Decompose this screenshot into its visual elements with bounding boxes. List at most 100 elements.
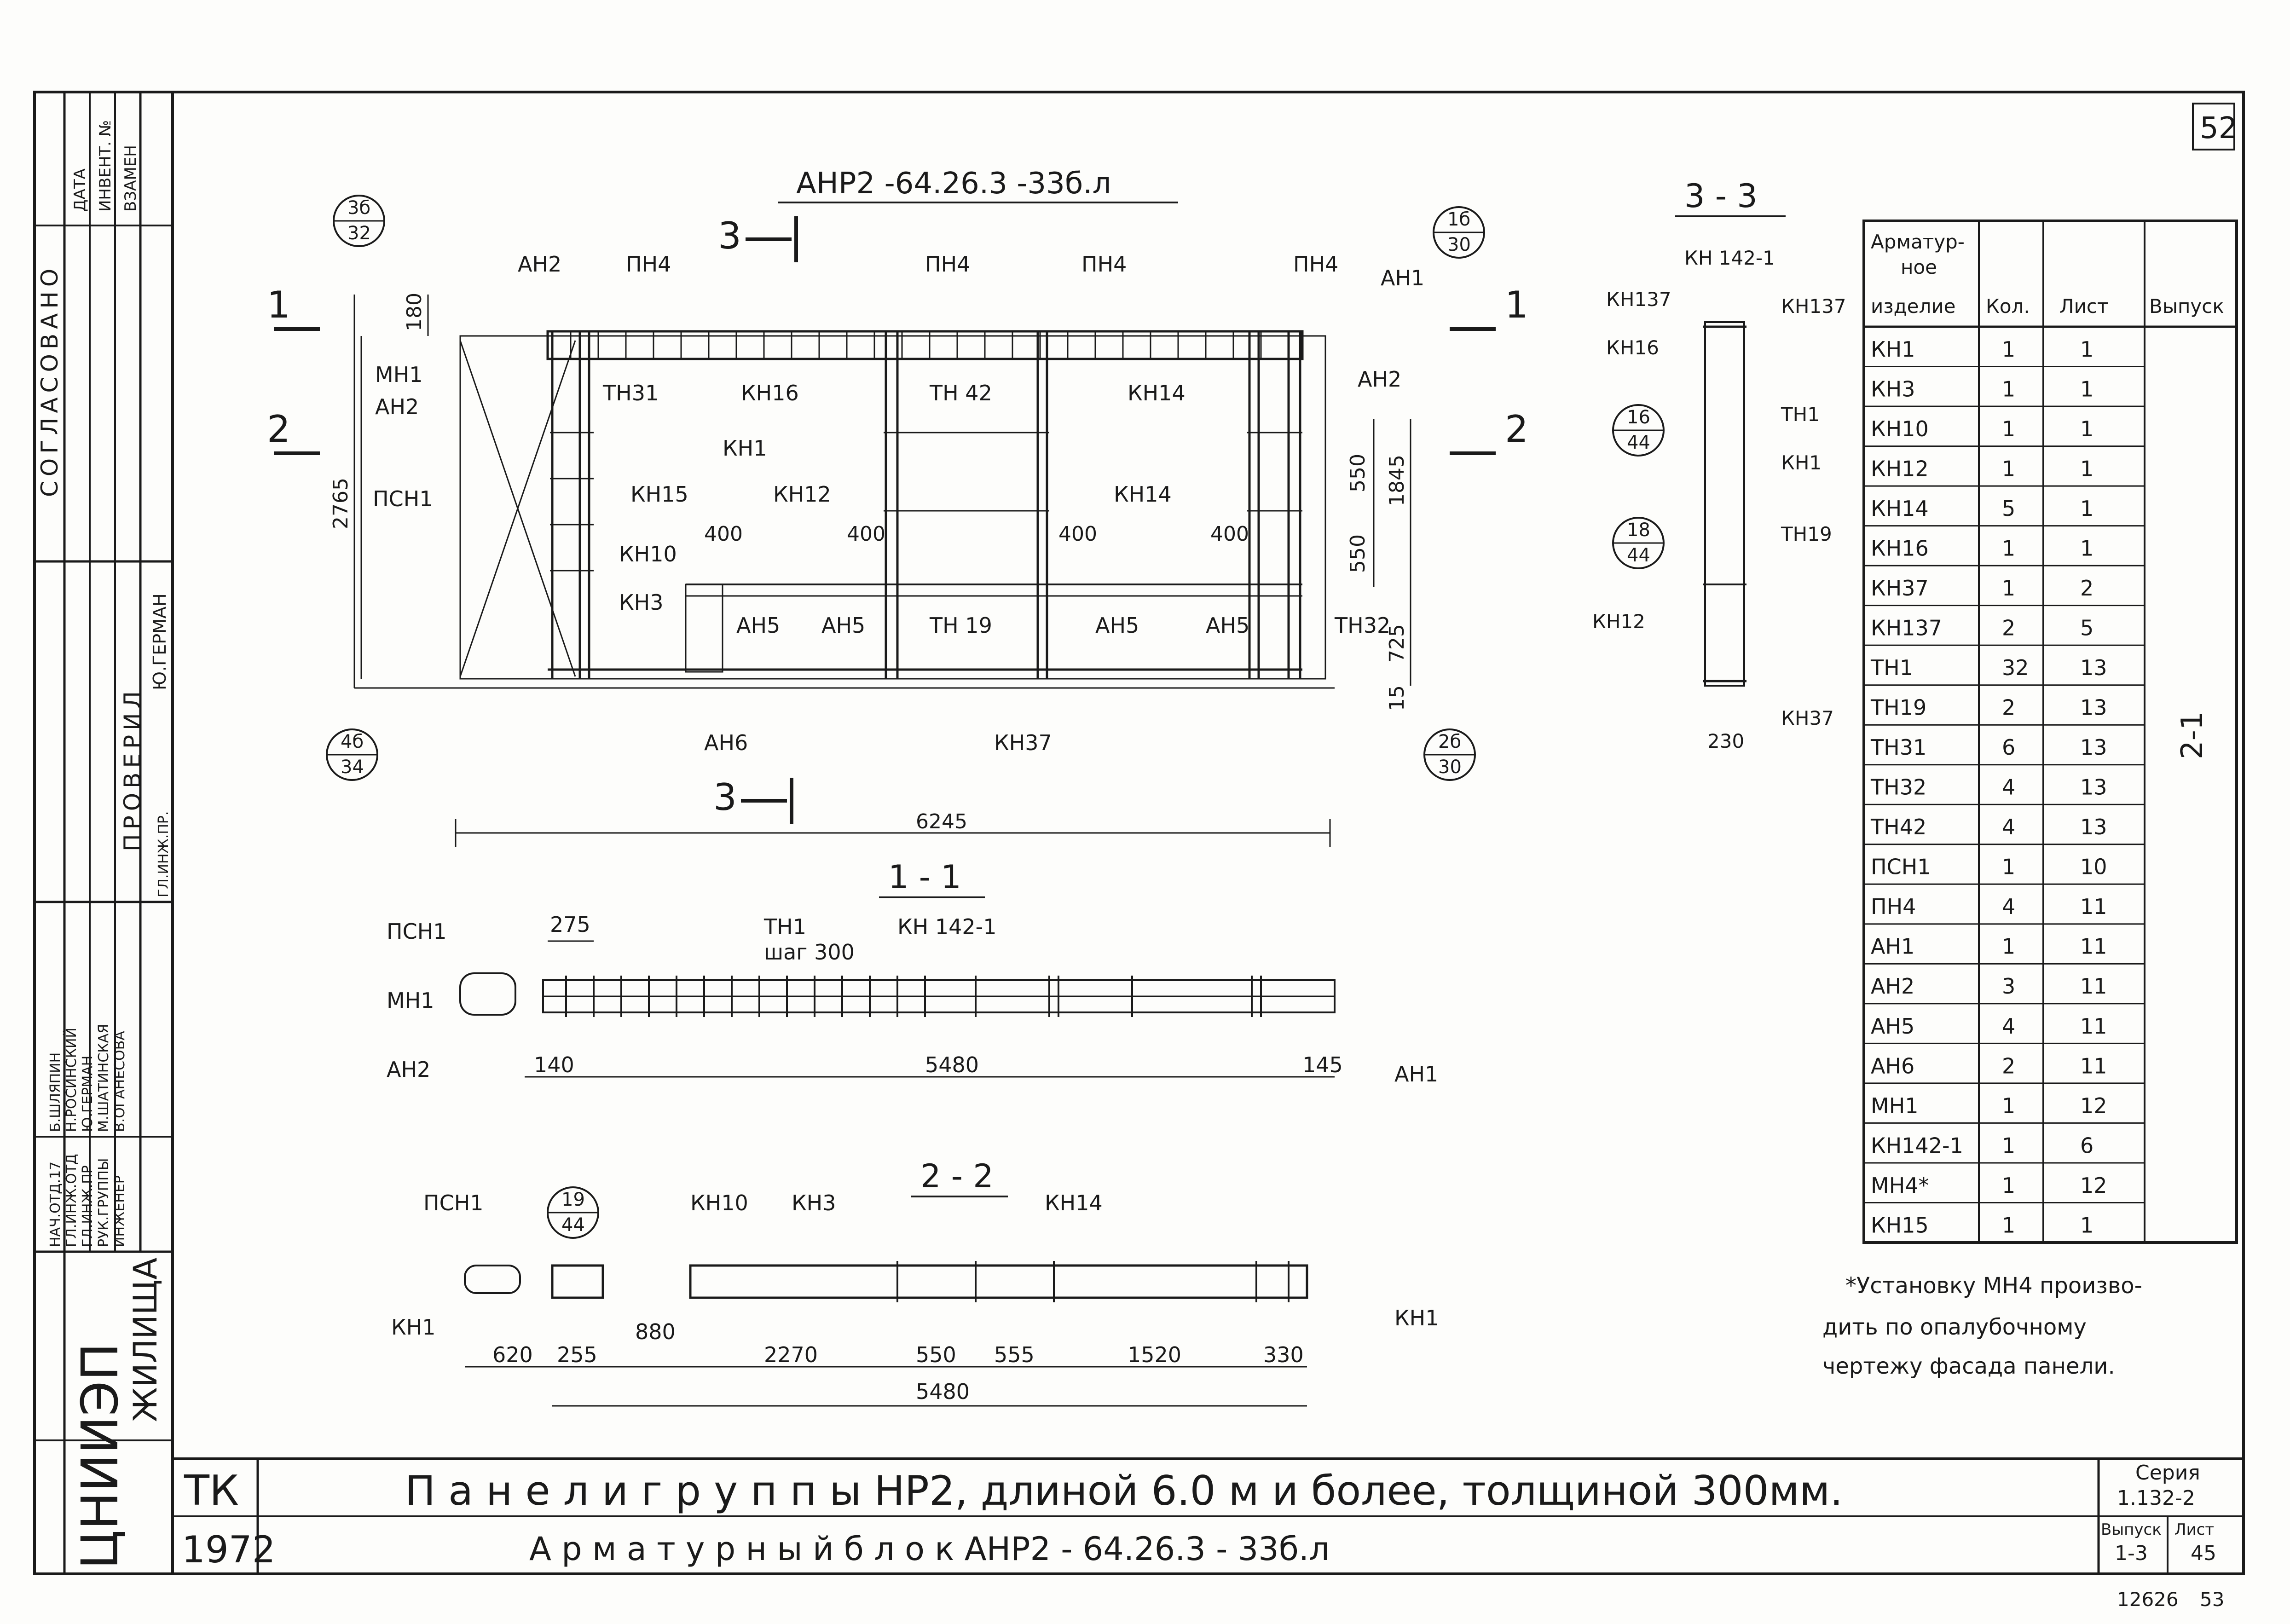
stamp-name-3: Ю.ГЕРМАН [80, 1056, 96, 1132]
main-title: АНР2 -64.26.3 -33б.л [796, 167, 1111, 201]
s11-label-kn142: КН 142-1 [897, 914, 997, 939]
table-cell-qty: 4 [2002, 1014, 2015, 1039]
elev-dim-15: 15 [1385, 685, 1409, 711]
table-cell-sheet: 11 [2080, 1014, 2107, 1039]
table-cell-sheet: 1 [2080, 536, 2093, 561]
table-cell-item: КН37 [1871, 576, 1929, 601]
elev-dim-2765: 2765 [329, 478, 353, 529]
s22-label-kn14: КН14 [1045, 1191, 1103, 1215]
elev-label-kn1: КН1 [723, 436, 767, 461]
table-header-sheet: Лист [2059, 295, 2108, 318]
table-cell-qty: 32 [2002, 655, 2029, 680]
s33-label-tn1: ТН1 [1781, 403, 1820, 426]
s33-dim-230: 230 [1707, 730, 1744, 752]
org-sub: ЖИЛИЩА [127, 1258, 164, 1422]
stamp-role-5: ИНЖЕНЕР [112, 1175, 128, 1247]
elev-dim-400-2: 400 [847, 522, 885, 546]
section-3-3-title: 3 - 3 [1684, 177, 1758, 215]
table-cell-sheet: 13 [2080, 655, 2107, 680]
table-header-qty: Кол. [1986, 295, 2030, 318]
table-cell-qty: 1 [2002, 855, 2015, 879]
s11-label-tn1: ТН1 [763, 914, 806, 939]
s11-dim-5480: 5480 [925, 1052, 979, 1077]
table-cell-item: КН142-1 [1871, 1133, 1963, 1158]
s22-label-kn10: КН10 [690, 1191, 748, 1215]
table-cell-qty: 1 [2002, 416, 2015, 441]
table-cell-qty: 1 [2002, 1213, 2015, 1237]
s11-label-psn1: ПСН1 [387, 919, 447, 944]
svg-text:44: 44 [1627, 545, 1650, 566]
tk-label: ТК [184, 1467, 239, 1515]
table-cell-item: АН5 [1871, 1014, 1914, 1039]
series-value: 1.132-2 [2117, 1486, 2195, 1510]
elev-dim-400-3: 400 [1058, 522, 1097, 546]
svg-text:3б: 3б [347, 197, 370, 219]
checked-text: ПРОВЕРИЛ [119, 687, 146, 851]
s22-bubble: 19 44 [547, 1186, 599, 1239]
title-block: ТК 1972 П а н е л и г р у п п ы НР2, дли… [182, 1461, 2216, 1571]
s33-label-kn1: КН1 [1781, 451, 1822, 474]
elev-dim-550-1: 550 [1346, 454, 1370, 492]
elev-label-kn12: КН12 [773, 482, 831, 507]
issue-value: 1-3 [2115, 1542, 2148, 1565]
table-cell-qty: 1 [2002, 1173, 2015, 1198]
footnote-line-2: дить по опалубочному [1822, 1314, 2087, 1340]
table-cell-qty: 1 [2002, 456, 2015, 481]
elev-label-pn4-4: ПН4 [1293, 252, 1338, 277]
table-cell-qty: 1 [2002, 376, 2015, 401]
elev-dim-725: 725 [1385, 624, 1409, 663]
table-cell-item: КН3 [1871, 376, 1915, 401]
table-cell-qty: 1 [2002, 576, 2015, 601]
sect-mark-2-right: 2 [1505, 408, 1528, 451]
table-cell-item: КН14 [1871, 496, 1929, 521]
elev-label-tn31: ТН31 [602, 381, 659, 405]
s11-dim-140: 140 [534, 1052, 574, 1077]
svg-text:1б: 1б [1447, 209, 1470, 230]
svg-text:30: 30 [1447, 234, 1471, 255]
elev-label-pn4-1: ПН4 [626, 252, 671, 277]
elev-bubble-2b: 2б 30 [1423, 728, 1476, 781]
table-cell-item: ПН4 [1871, 894, 1916, 919]
svg-text:16: 16 [1627, 407, 1650, 428]
table-cell-sheet: 12 [2080, 1093, 2107, 1118]
elev-label-pn4-2: ПН4 [925, 252, 970, 277]
elev-label-an2-left: АН2 [375, 394, 419, 419]
stamp-role-3: ГЛ.ИНЖ.ПР [80, 1165, 96, 1247]
table-issue-merged: 2-1 [2175, 711, 2209, 759]
table-cell-item: КН1 [1871, 337, 1915, 362]
svg-text:44: 44 [1627, 432, 1650, 453]
s22-dim-880: 880 [635, 1319, 676, 1344]
table-cell-sheet: 1 [2080, 496, 2093, 521]
s11-label-step: шаг 300 [764, 940, 855, 965]
section-2-2-title: 2 - 2 [920, 1157, 994, 1195]
s22-dim-2270: 2270 [764, 1342, 818, 1367]
svg-text:18: 18 [1627, 520, 1650, 541]
table-cell-item: КН15 [1871, 1213, 1929, 1237]
table-cell-item: КН137 [1871, 616, 1942, 641]
sect-mark-1-right: 1 [1505, 283, 1528, 326]
svg-text:4б: 4б [341, 731, 364, 752]
main-elevation: АНР2 -64.26.3 -33б.л [267, 167, 1528, 847]
table-cell-qty: 1 [2002, 536, 2015, 561]
elev-bubble-1b: 1б 30 [1433, 206, 1485, 259]
svg-text:44: 44 [561, 1214, 585, 1236]
s11-dim-145: 145 [1302, 1052, 1343, 1077]
elev-dim-400-4: 400 [1210, 522, 1249, 546]
elev-bubble-4b: 4б 34 [326, 728, 378, 781]
s22-dim-550: 550 [916, 1342, 956, 1367]
stamp-name-2: Н.РОСИНСКИЙ [63, 1028, 80, 1132]
elev-label-an5-3: АН5 [1095, 613, 1139, 638]
table-cell-qty: 1 [2002, 337, 2015, 362]
table-cell-qty: 4 [2002, 894, 2015, 919]
table-cell-sheet: 2 [2080, 576, 2093, 601]
elev-label-kn10: КН10 [619, 542, 677, 566]
section-2-2: 2 - 2 19 44 ПСН1 КН10 КН3 КН14 КН1 КН1 6… [391, 1157, 1439, 1407]
s11-label-an1: АН1 [1394, 1062, 1438, 1087]
elev-dim-1845: 1845 [1385, 455, 1409, 506]
specification-table: Арматур- ное изделие Кол. Лист Выпуск 2-… [1862, 220, 2238, 1244]
s22-dim-5480: 5480 [916, 1379, 970, 1404]
table-cell-sheet: 1 [2080, 376, 2093, 401]
table-cell-sheet: 1 [2080, 416, 2093, 441]
s22-dim-255: 255 [557, 1342, 597, 1367]
elev-dim-6245: 6245 [916, 810, 967, 833]
